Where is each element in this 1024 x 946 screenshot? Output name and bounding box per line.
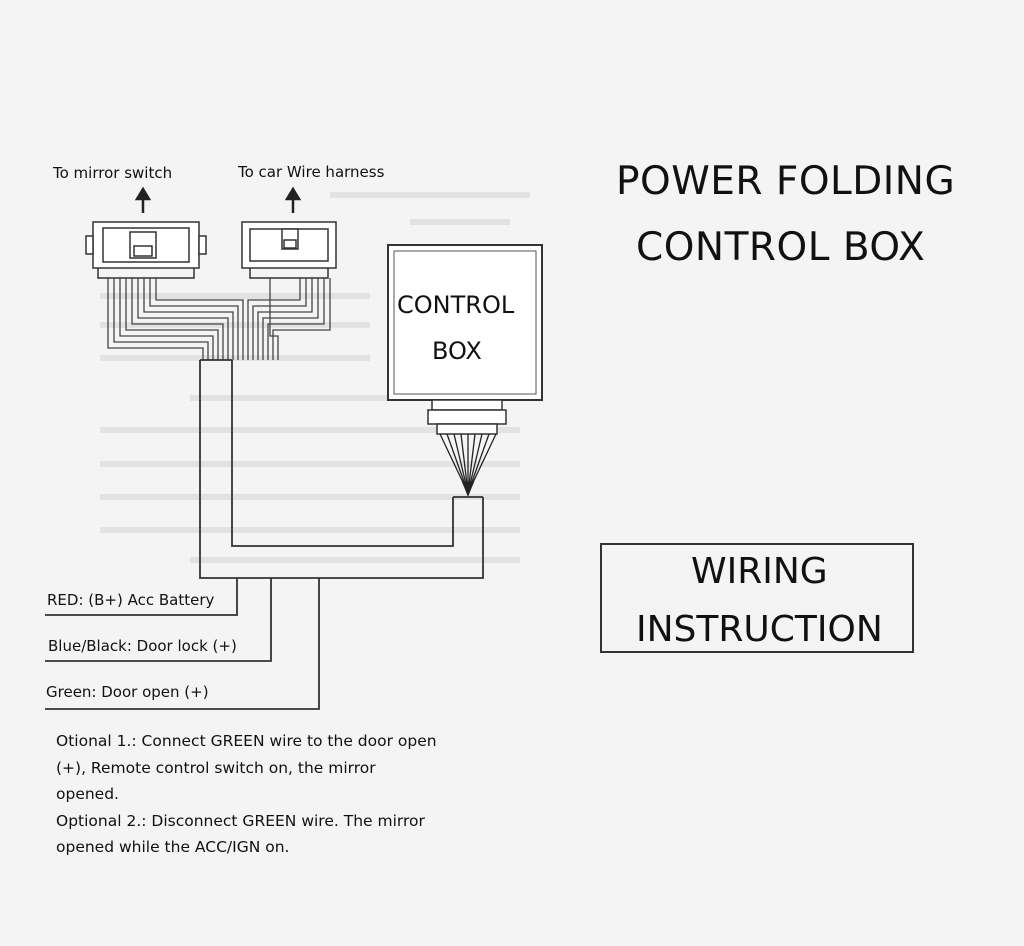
control-box-shape	[387, 244, 543, 435]
note-line: opened while the ACC/IGN on.	[56, 838, 290, 856]
mirror-switch-connector	[85, 221, 207, 279]
wiring-instruction-line-2: INSTRUCTION	[636, 609, 883, 650]
arrow-icon	[134, 186, 302, 213]
note-line: (+), Remote control switch on, the mirro…	[56, 758, 376, 777]
control-box-label-1: CONTROL	[397, 291, 515, 319]
wiring-instruction-box	[600, 543, 914, 653]
wire-harness	[107, 278, 331, 360]
blue-black-wire-label: Blue/Black: Door lock (+)	[48, 637, 237, 655]
green-wire-label: Green: Door open (+)	[46, 683, 209, 701]
red-wire-label: RED: (B+) Acc Battery	[47, 591, 215, 609]
control-box-label-2: BOX	[432, 337, 482, 365]
junction-arrow-icon	[462, 482, 474, 497]
car-harness-connector	[241, 221, 337, 279]
wiring-instruction-line-1: WIRING	[691, 551, 828, 592]
mirror-switch-label: To mirror switch	[53, 164, 173, 182]
faint-background-text	[100, 192, 530, 563]
note-line: Otional 1.: Connect GREEN wire to the do…	[56, 732, 437, 750]
note-line: Optional 2.: Disconnect GREEN wire. The …	[56, 811, 425, 830]
note-line: opened.	[56, 785, 119, 803]
title-line-1: POWER FOLDING	[616, 159, 956, 204]
car-harness-label: To car Wire harness	[238, 163, 385, 181]
title-line-2: CONTROL BOX	[636, 225, 926, 270]
output-wires	[45, 578, 320, 710]
